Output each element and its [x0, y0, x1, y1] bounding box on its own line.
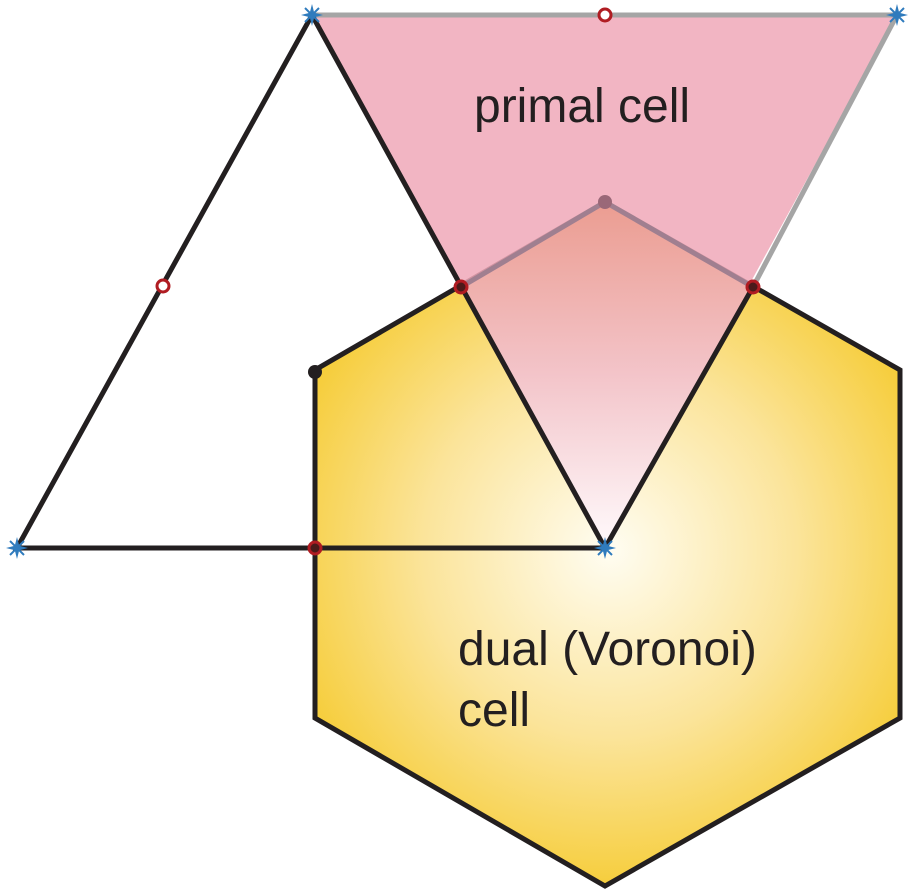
primal-center-dot: [598, 195, 612, 209]
midpoint-ring-icon: [307, 540, 323, 556]
primal-cell-label: primal cell: [474, 80, 690, 133]
midpoint-ring-icon: [745, 279, 761, 295]
dual-cell-label-line2: cell: [458, 684, 530, 737]
cell-center-dot: [308, 365, 322, 379]
primal-dual-overlap: [461, 202, 753, 548]
primal-right-edge: [750, 13, 900, 289]
dual-cell-label-line1: dual (Voronoi): [458, 623, 757, 676]
midpoint-ring-icon: [155, 278, 171, 294]
vertex-star-icon: [5, 536, 29, 560]
midpoint-ring-icon: [453, 279, 469, 295]
midpoint-ring-icon: [597, 7, 613, 23]
